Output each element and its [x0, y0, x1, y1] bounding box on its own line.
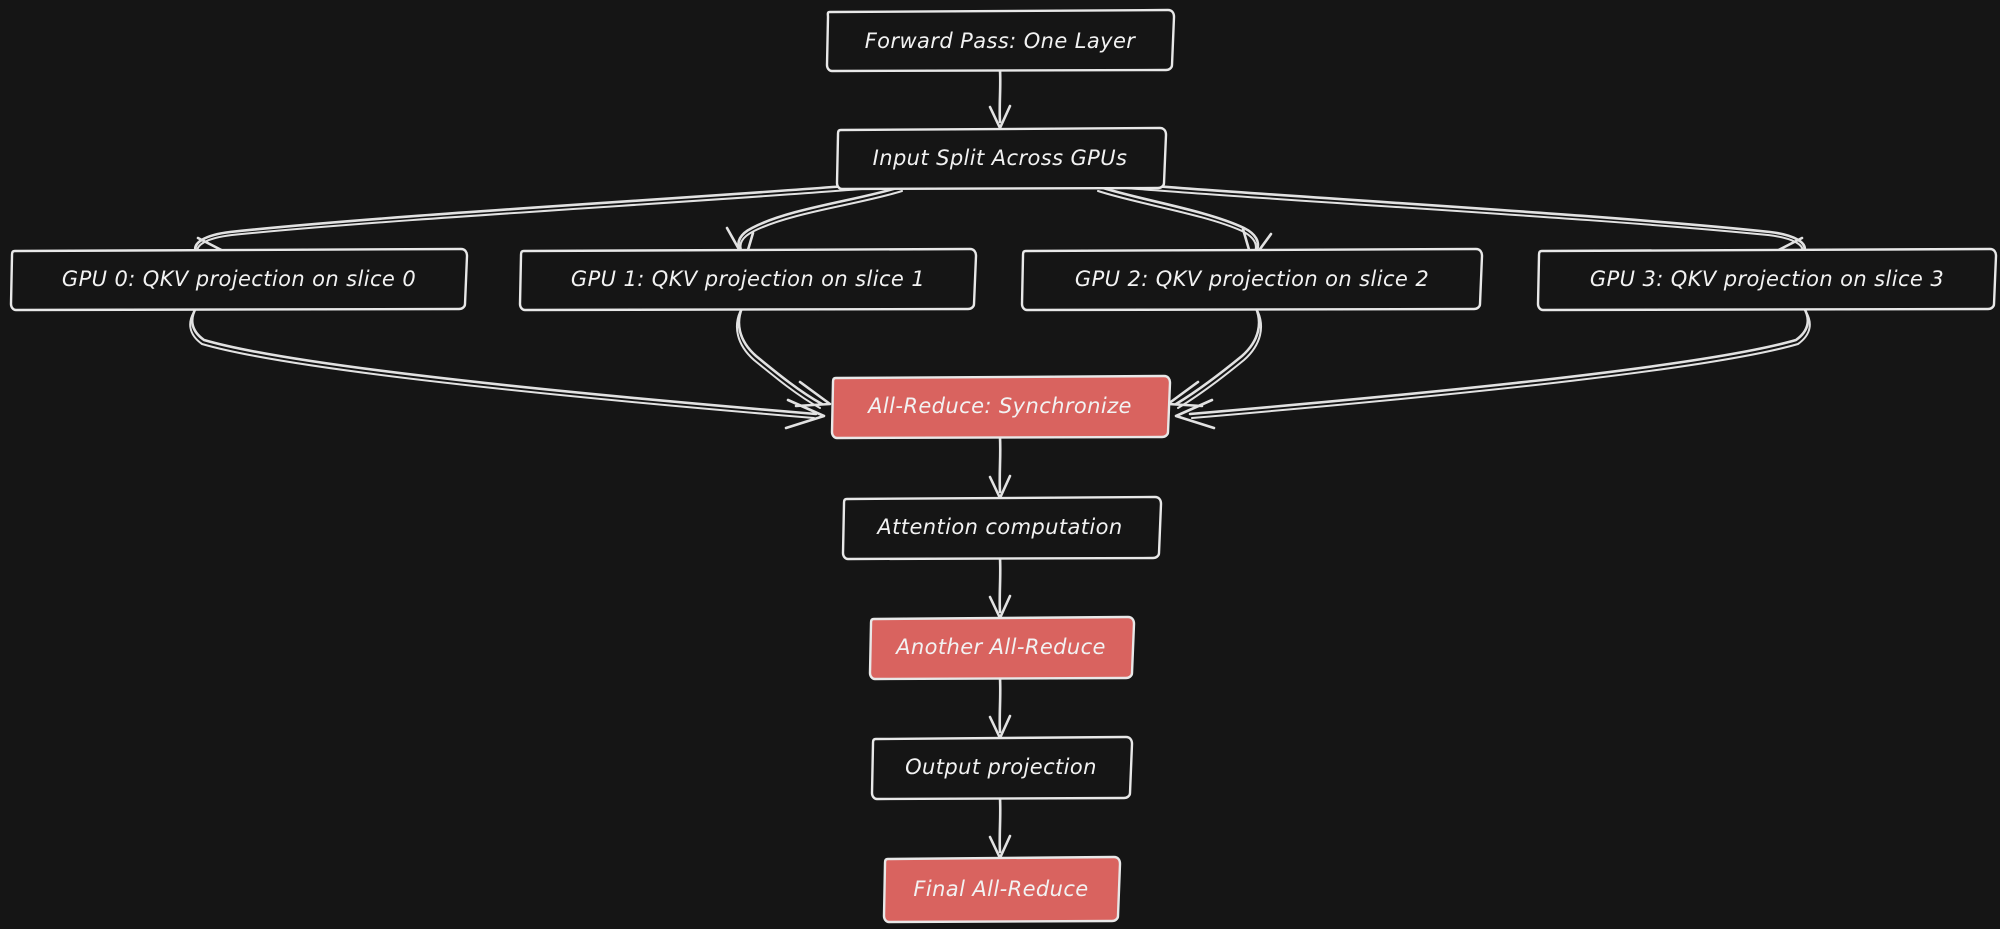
- node-label-output-projection: Output projection: [905, 755, 1097, 779]
- node-gpu-3[interactable]: GPU 3: QKV projection on slice 3: [1536, 247, 1998, 312]
- node-label-input-split: Input Split Across GPUs: [873, 146, 1128, 170]
- node-gpu-1[interactable]: GPU 1: QKV projection on slice 1: [518, 247, 978, 312]
- node-final-all-reduce[interactable]: Final All-Reduce: [882, 855, 1122, 924]
- node-gpu-0[interactable]: GPU 0: QKV projection on slice 0: [9, 247, 469, 312]
- node-another-all-reduce[interactable]: Another All-Reduce: [868, 615, 1136, 681]
- node-input-split[interactable]: Input Split Across GPUs: [835, 126, 1168, 191]
- node-label-forward-pass: Forward Pass: One Layer: [865, 29, 1137, 53]
- node-label-gpu-0: GPU 0: QKV projection on slice 0: [62, 267, 416, 291]
- node-label-attention-computation: Attention computation: [875, 515, 1122, 539]
- node-label-gpu-2: GPU 2: QKV projection on slice 2: [1075, 267, 1429, 291]
- node-label-another-all-reduce: Another All-Reduce: [894, 635, 1106, 659]
- node-output-projection[interactable]: Output projection: [870, 735, 1134, 801]
- node-label-all-reduce-synchronize: All-Reduce: Synchronize: [866, 394, 1132, 418]
- node-label-gpu-1: GPU 1: QKV projection on slice 1: [571, 267, 925, 291]
- node-all-reduce-synchronize[interactable]: All-Reduce: Synchronize: [830, 374, 1172, 440]
- node-label-final-all-reduce: Final All-Reduce: [913, 877, 1088, 901]
- node-gpu-2[interactable]: GPU 2: QKV projection on slice 2: [1020, 247, 1484, 312]
- node-forward-pass[interactable]: Forward Pass: One Layer: [825, 8, 1176, 73]
- node-attention-computation[interactable]: Attention computation: [841, 495, 1163, 561]
- edge-gpu1-to-allreduce: [736, 306, 832, 409]
- node-label-gpu-3: GPU 3: QKV projection on slice 3: [1590, 267, 1944, 291]
- edge-gpu3-to-allreduce: [1174, 306, 1811, 430]
